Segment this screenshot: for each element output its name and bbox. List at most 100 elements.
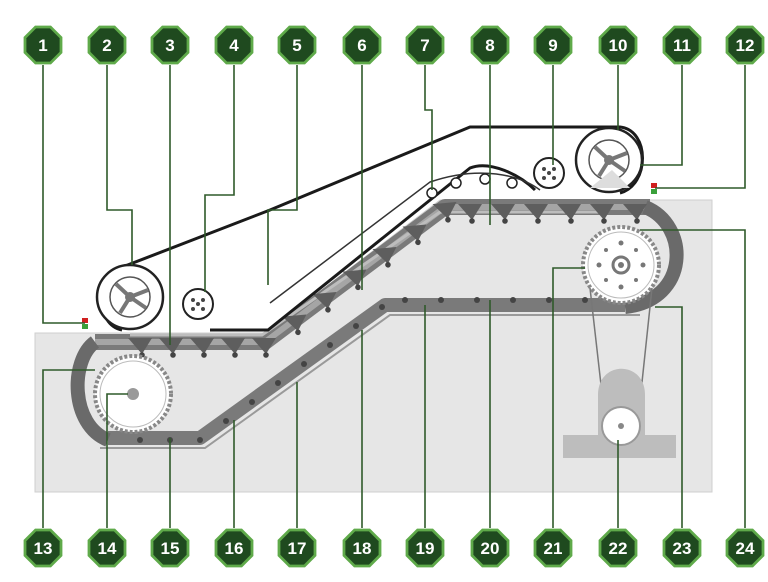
guide-rollers	[426, 173, 518, 199]
step-tooth	[524, 204, 548, 224]
leader-line	[640, 65, 683, 166]
callout-number: 15	[161, 539, 180, 558]
chain-roller	[301, 361, 307, 367]
leader-line	[640, 229, 746, 528]
callout-number: 14	[98, 539, 117, 558]
callout-number: 7	[420, 36, 429, 55]
callout-number: 21	[544, 539, 563, 558]
chain-roller	[474, 297, 480, 303]
callout-number: 19	[416, 539, 435, 558]
callout-number: 8	[485, 36, 494, 55]
step-tooth	[623, 204, 647, 224]
chain-guide-lower	[100, 314, 640, 449]
step-tooth	[312, 291, 337, 313]
step-teeth	[128, 201, 647, 443]
chain-roller	[379, 304, 385, 310]
callout-number: 6	[357, 36, 366, 55]
leader-line	[655, 65, 746, 189]
step-tooth	[342, 269, 367, 291]
leader-line	[267, 65, 298, 285]
step-tooth	[159, 338, 183, 358]
callout-number: 20	[481, 539, 500, 558]
leader-line	[552, 267, 585, 528]
step-tooth	[372, 246, 397, 268]
chain-roller	[275, 380, 281, 386]
chain-roller	[249, 399, 255, 405]
callout-badge-2: 2	[87, 25, 127, 65]
handrail-drive-wheel-lower	[95, 263, 165, 331]
leader-line	[204, 65, 235, 292]
handrail-inner	[210, 164, 537, 332]
chain-roller	[327, 342, 333, 348]
callout-number: 17	[288, 539, 307, 558]
step-tooth	[282, 314, 307, 336]
step-band-lower	[108, 298, 625, 445]
callout-badge-19: 19	[405, 528, 445, 568]
chain-right-turn	[623, 200, 684, 314]
upper-drive-sprocket	[581, 225, 661, 305]
handrail-guide	[269, 172, 541, 304]
callout-badge-21: 21	[533, 528, 573, 568]
callout-badge-18: 18	[342, 528, 382, 568]
callout-badge-17: 17	[277, 528, 317, 568]
callout-number: 11	[673, 36, 691, 55]
callout-badge-9: 9	[533, 25, 573, 65]
callout-badge-5: 5	[277, 25, 317, 65]
lower-step-sprocket	[93, 354, 173, 434]
callout-badge-8: 8	[470, 25, 510, 65]
step-tooth	[590, 204, 614, 224]
step-tooth	[432, 201, 457, 223]
callout-number: 13	[34, 539, 53, 558]
callout-badge-10: 10	[598, 25, 638, 65]
callout-badge-12: 12	[725, 25, 765, 65]
step-tooth	[190, 338, 214, 358]
chain-roller	[353, 323, 359, 329]
callout-badge-16: 16	[214, 528, 254, 568]
callout-number: 10	[609, 36, 628, 55]
callout-badge-11: 11	[662, 25, 702, 65]
drive-motor	[563, 368, 676, 458]
callout-number: 1	[38, 36, 47, 55]
leader-line	[424, 65, 433, 190]
handrail-drive-wheel-upper	[574, 126, 644, 194]
chain-roller	[510, 297, 516, 303]
callout-number: 4	[229, 36, 239, 55]
step-tooth	[557, 204, 581, 224]
callout-number: 3	[165, 36, 174, 55]
callout-badge-14: 14	[87, 528, 127, 568]
callout-badge-3: 3	[150, 25, 190, 65]
chain-roller	[402, 297, 408, 303]
callout-badge-20: 20	[470, 528, 510, 568]
callout-badge-22: 22	[598, 528, 638, 568]
callout-number: 9	[548, 36, 557, 55]
leader-line	[655, 306, 683, 528]
callout-number: 5	[292, 36, 301, 55]
indicator-lower	[82, 318, 88, 329]
callout-number: 16	[225, 539, 244, 558]
leader-line	[106, 65, 133, 265]
callout-number: 23	[673, 539, 692, 558]
callout-badge-23: 23	[662, 528, 702, 568]
handrail-roller-upper	[533, 157, 565, 189]
chain-roller	[582, 297, 588, 303]
leader-lines	[42, 65, 746, 528]
chain-roller	[197, 437, 203, 443]
chain-roller	[438, 297, 444, 303]
indicator-upper	[651, 183, 657, 194]
chain-roller	[546, 297, 552, 303]
callout-badge-6: 6	[342, 25, 382, 65]
callout-number: 22	[609, 539, 628, 558]
step-tooth	[491, 204, 515, 224]
step-tooth	[221, 338, 245, 358]
callout-badge-4: 4	[214, 25, 254, 65]
handrail-roller-lower	[182, 288, 214, 320]
leader-line	[42, 65, 85, 324]
leader-line	[42, 369, 95, 528]
step-tooth	[402, 224, 427, 246]
chain-roller	[137, 437, 143, 443]
leader-line	[106, 393, 128, 528]
